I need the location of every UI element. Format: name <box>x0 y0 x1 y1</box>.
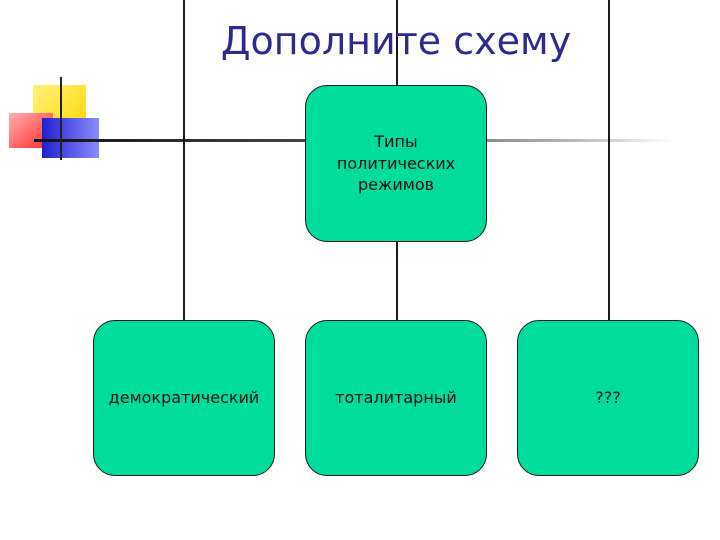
child-node-democratic: демократический <box>93 320 275 476</box>
child-node-label: тоталитарный <box>335 388 457 408</box>
child-node-label: демократический <box>108 388 260 408</box>
decor-blue-square <box>42 118 99 158</box>
root-node-label: Типы политических режимов <box>336 132 456 195</box>
child-node-totalitarian: тоталитарный <box>305 320 487 476</box>
connectors <box>183 0 610 320</box>
child-node-unknown: ??? <box>517 320 699 476</box>
root-node: Типы политических режимов <box>305 85 487 242</box>
slide-title: Дополните схему <box>220 19 572 63</box>
child-node-label: ??? <box>595 388 621 408</box>
decor-vertical-line <box>60 77 62 160</box>
